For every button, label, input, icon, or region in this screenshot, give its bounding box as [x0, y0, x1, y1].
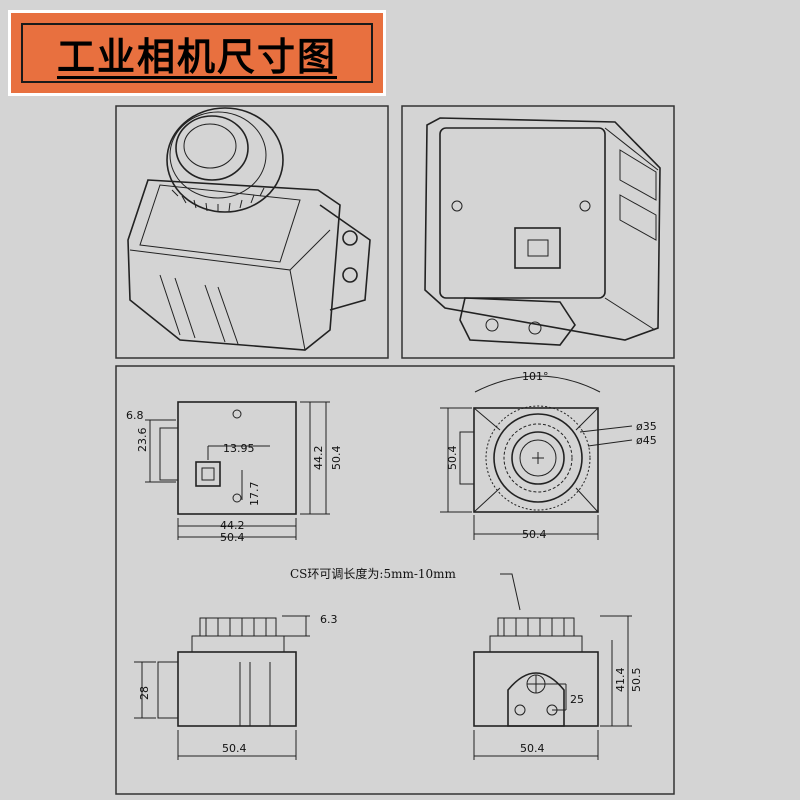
note-leader-line	[500, 573, 521, 611]
dim-101-degree: 101°	[522, 370, 549, 383]
dim-25: 25	[570, 693, 584, 706]
dim-6-3: 6.3	[320, 613, 338, 626]
dim-diameter-35: ø35	[636, 420, 657, 433]
camera-back-perspective	[424, 117, 661, 346]
dim-6-8: 6.8	[126, 409, 144, 422]
cs-ring-note: CS环可调长度为:5mm-10mm	[290, 566, 457, 581]
side-view-right-drawing	[473, 615, 632, 760]
panel-perspective-front	[115, 105, 389, 359]
panel-perspective-back	[401, 105, 675, 359]
dim-diameter-45: ø45	[636, 434, 657, 447]
title-banner: 工业相机尺寸图	[8, 10, 386, 96]
dim-50-4-right: 50.4	[520, 742, 545, 755]
page-title: 工业相机尺寸图	[56, 34, 337, 79]
camera-front-perspective	[127, 107, 371, 351]
dim-50-4-side: 50.4	[222, 742, 247, 755]
panel-dimension-drawings	[115, 365, 675, 795]
dim-50-4-front-height: 50.4	[446, 446, 459, 471]
front-view-drawing	[440, 375, 633, 540]
dim-41-4: 41.4	[614, 668, 627, 693]
dim-50-5: 50.5	[630, 668, 643, 693]
dim-44-2-horizontal: 44.2	[220, 519, 245, 532]
dim-17-7: 17.7	[248, 482, 261, 507]
dim-28: 28	[138, 686, 151, 700]
back-view-drawing	[145, 401, 330, 540]
dim-13-95: 13.95	[223, 442, 255, 455]
dim-50-4-front-width: 50.4	[522, 528, 547, 541]
dim-50-4-horizontal: 50.4	[220, 531, 245, 544]
dim-50-4-vertical: 50.4	[330, 446, 343, 471]
side-view-left-drawing	[134, 615, 310, 760]
title-frame: 工业相机尺寸图	[21, 23, 373, 83]
dim-23-6: 23.6	[136, 428, 149, 453]
dim-44-2-vertical: 44.2	[312, 446, 325, 471]
